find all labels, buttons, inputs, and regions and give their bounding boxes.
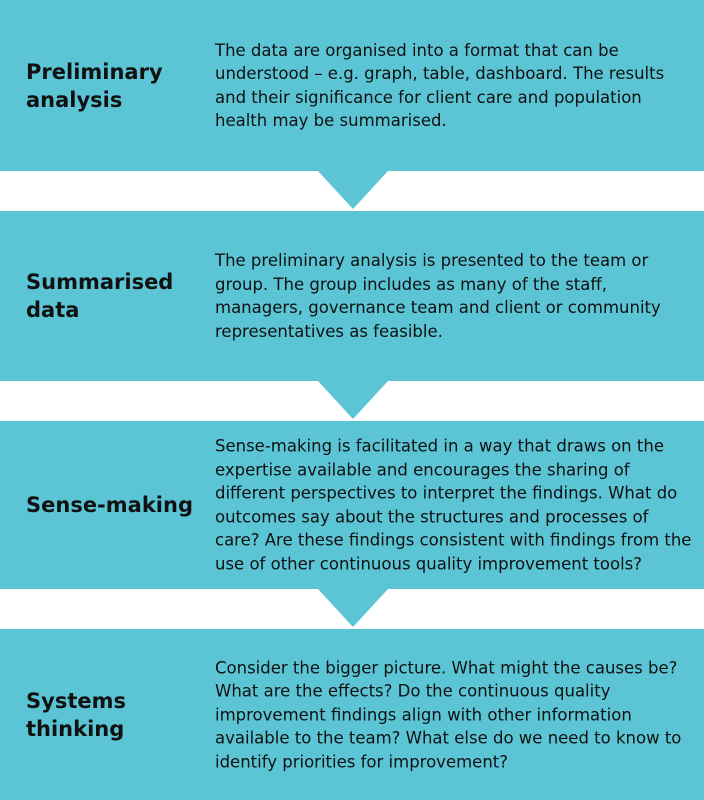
step-sense-making: Sense-making Sense-making is facilitated… xyxy=(0,421,704,589)
step-label: Systems thinking xyxy=(26,688,126,741)
down-arrow-icon xyxy=(318,589,388,627)
step-description: The preliminary analysis is presented to… xyxy=(215,251,661,341)
step-summarised-data: Summarised data The preliminary analysis… xyxy=(0,211,704,381)
step-label: Preliminary analysis xyxy=(26,59,163,112)
step-systems-thinking: Systems thinking Consider the bigger pic… xyxy=(0,629,704,800)
step-description: The data are organised into a format tha… xyxy=(215,40,665,131)
down-arrow-icon xyxy=(318,171,388,209)
step-description: Sense-making is facilitated in a way tha… xyxy=(215,436,692,574)
step-label: Summarised data xyxy=(26,270,174,322)
down-arrow-icon xyxy=(318,381,388,419)
step-label: Sense-making xyxy=(26,493,193,517)
step-preliminary-analysis: Preliminary analysis The data are organi… xyxy=(0,0,704,171)
step-description: Consider the bigger picture. What might … xyxy=(215,657,682,771)
